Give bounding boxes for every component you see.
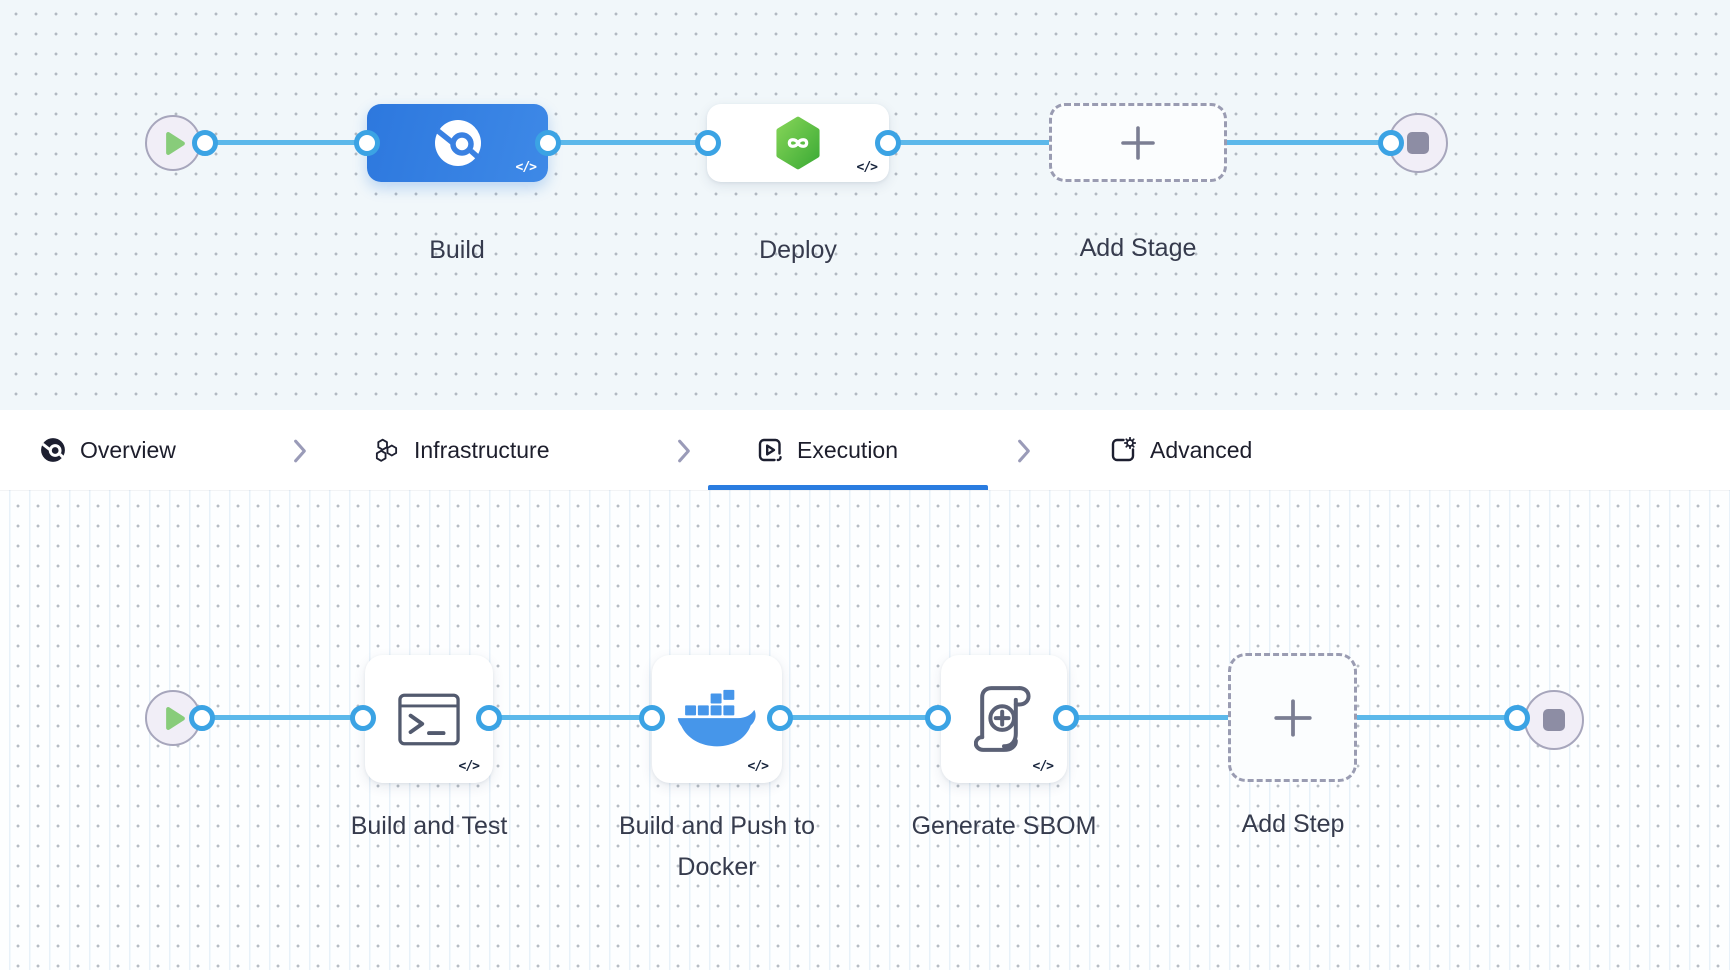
stage-config-tabbar: Overview Infrastructure bbox=[0, 410, 1730, 490]
chevron-right-icon bbox=[678, 439, 690, 463]
tab-infrastructure[interactable]: Infrastructure bbox=[373, 410, 550, 490]
execution-icon bbox=[758, 438, 782, 462]
tab-label: Overview bbox=[80, 436, 176, 463]
plus-icon bbox=[1273, 698, 1312, 737]
pipeline-start-node bbox=[145, 115, 201, 171]
code-badge: </> bbox=[856, 160, 879, 175]
connector-dot[interactable] bbox=[1504, 705, 1530, 731]
step-flow-line bbox=[173, 715, 1552, 720]
cd-stage-icon bbox=[776, 116, 820, 170]
active-tab-indicator bbox=[708, 485, 988, 490]
step-card-build-and-test[interactable]: </> bbox=[365, 655, 493, 783]
connector-dot[interactable] bbox=[695, 130, 721, 156]
chevron-right-icon bbox=[294, 439, 306, 463]
stage-label: Build bbox=[429, 236, 485, 264]
tab-label: Advanced bbox=[1150, 436, 1253, 463]
step-label: Build and Test bbox=[350, 812, 508, 840]
code-badge: </> bbox=[747, 759, 770, 774]
connector-dot[interactable] bbox=[1053, 705, 1079, 731]
code-badge: </> bbox=[515, 160, 538, 175]
connector-dot[interactable] bbox=[350, 705, 376, 731]
connector-dot[interactable] bbox=[476, 705, 502, 731]
tab-label: Infrastructure bbox=[414, 436, 550, 463]
terminal-icon bbox=[398, 693, 460, 745]
sbom-scroll-icon bbox=[974, 686, 1031, 752]
connector-dot[interactable] bbox=[875, 130, 901, 156]
connector-dot[interactable] bbox=[1378, 130, 1404, 156]
stage-card-build[interactable]: </> bbox=[367, 104, 548, 182]
step-label: Generate SBOM bbox=[911, 812, 1097, 840]
overview-icon bbox=[41, 438, 66, 462]
step-label: Build and Push to Docker bbox=[619, 812, 815, 882]
add-stage-label: Add Stage bbox=[1079, 234, 1197, 262]
code-badge: </> bbox=[1032, 759, 1055, 774]
connector-dot[interactable] bbox=[767, 705, 793, 731]
play-icon bbox=[165, 131, 185, 155]
step-card-build-and-push-to-docker[interactable]: </> bbox=[652, 655, 782, 783]
plus-icon bbox=[1121, 125, 1155, 160]
pipeline-end-node bbox=[1388, 113, 1448, 173]
docker-icon bbox=[677, 689, 756, 747]
play-icon bbox=[165, 706, 185, 730]
connector-dot[interactable] bbox=[639, 705, 665, 731]
add-step-label: Add Step bbox=[1241, 810, 1345, 838]
connector-dot[interactable] bbox=[535, 130, 561, 156]
advanced-icon bbox=[1111, 437, 1136, 462]
connector-dot[interactable] bbox=[189, 705, 215, 731]
connector-dot[interactable] bbox=[354, 130, 380, 156]
connector-dot[interactable] bbox=[925, 705, 951, 731]
execution-canvas[interactable]: </> </> bbox=[0, 490, 1730, 970]
stage-label: Deploy bbox=[759, 236, 837, 264]
ci-stage-icon bbox=[434, 120, 482, 166]
stop-icon bbox=[1543, 709, 1565, 731]
tab-advanced[interactable]: Advanced bbox=[1110, 410, 1252, 490]
add-step-button[interactable] bbox=[1228, 653, 1357, 782]
tab-overview[interactable]: Overview bbox=[40, 410, 176, 490]
step-card-generate-sbom[interactable]: </> bbox=[941, 655, 1067, 783]
connector-dot[interactable] bbox=[192, 130, 218, 156]
tab-label: Execution bbox=[797, 436, 899, 463]
infrastructure-icon bbox=[375, 438, 398, 462]
stage-card-deploy[interactable]: </> bbox=[707, 104, 889, 182]
stop-icon bbox=[1407, 132, 1429, 154]
stage-canvas[interactable]: </> </> bbox=[0, 0, 1730, 410]
add-stage-button[interactable] bbox=[1049, 103, 1227, 182]
tab-execution[interactable]: Execution bbox=[757, 410, 898, 490]
code-badge: </> bbox=[458, 759, 481, 774]
chevron-right-icon bbox=[1018, 439, 1030, 463]
execution-end-node bbox=[1524, 690, 1584, 750]
